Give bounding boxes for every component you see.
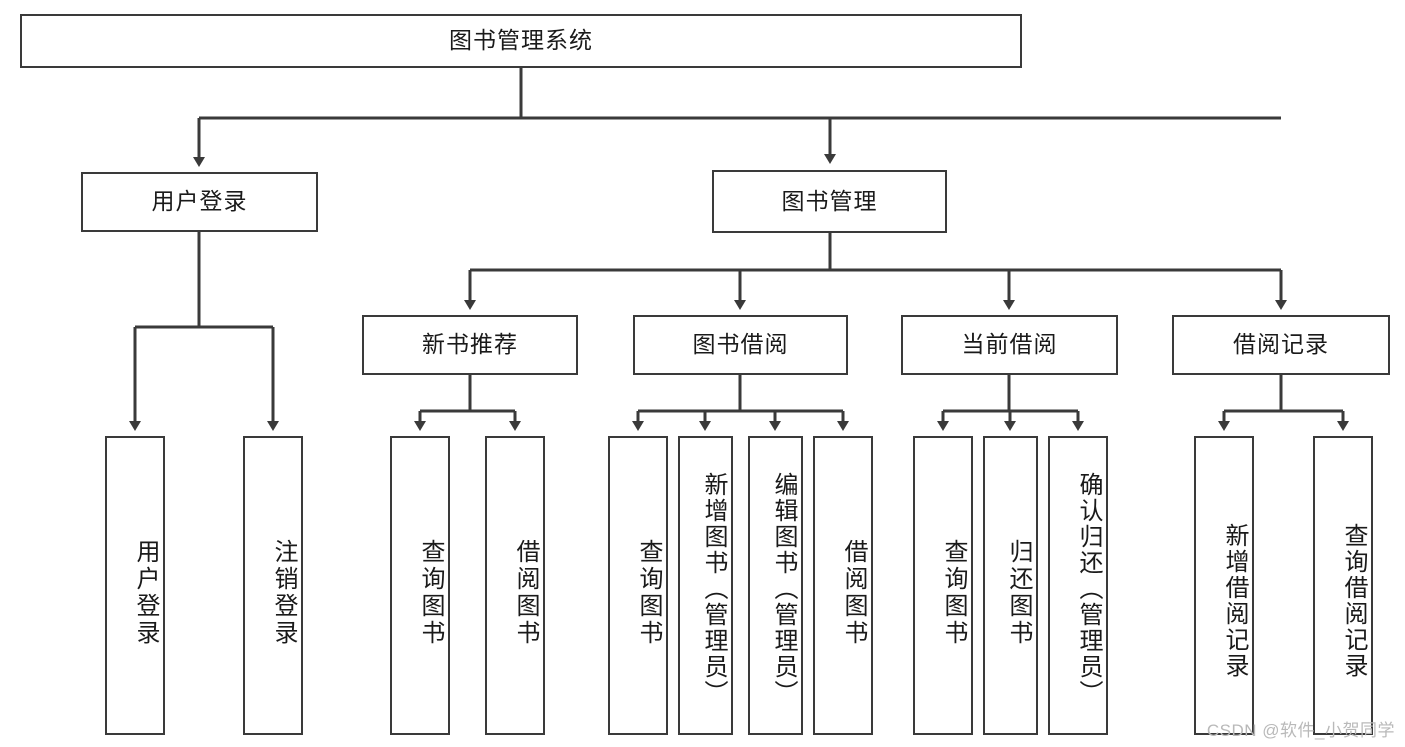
csdn-watermark: CSDN @软件_小贺同学 xyxy=(1206,721,1395,740)
node-leaf-logout[interactable]: 注销登录 xyxy=(243,436,303,735)
node-book-manage[interactable]: 图书管理 xyxy=(712,170,947,233)
node-new-book-rec[interactable]: 新书推荐 xyxy=(362,315,578,375)
node-user-login[interactable]: 用户登录 xyxy=(81,172,318,232)
node-leaf-add-record[interactable]: 新增借阅记录 xyxy=(1194,436,1254,735)
node-leaf-borrow-book-rec[interactable]: 借阅图书 xyxy=(485,436,545,735)
node-leaf-borrow-book-bb[interactable]: 借阅图书 xyxy=(813,436,873,735)
node-leaf-query-book-cb[interactable]: 查询图书 xyxy=(913,436,973,735)
node-leaf-add-book[interactable]: 新增图书（管理员） xyxy=(678,436,733,735)
node-leaf-return-book[interactable]: 归还图书 xyxy=(983,436,1038,735)
node-leaf-user-login[interactable]: 用户登录 xyxy=(105,436,165,735)
node-root[interactable]: 图书管理系统 xyxy=(20,14,1022,68)
node-leaf-query-book-bb[interactable]: 查询图书 xyxy=(608,436,668,735)
node-book-borrow[interactable]: 图书借阅 xyxy=(633,315,848,375)
node-borrow-record[interactable]: 借阅记录 xyxy=(1172,315,1390,375)
node-leaf-query-book-rec[interactable]: 查询图书 xyxy=(390,436,450,735)
node-current-borrow[interactable]: 当前借阅 xyxy=(901,315,1118,375)
node-leaf-query-record[interactable]: 查询借阅记录 xyxy=(1313,436,1373,735)
node-leaf-confirm-return[interactable]: 确认归还（管理员） xyxy=(1048,436,1108,735)
node-leaf-edit-book[interactable]: 编辑图书（管理员） xyxy=(748,436,803,735)
